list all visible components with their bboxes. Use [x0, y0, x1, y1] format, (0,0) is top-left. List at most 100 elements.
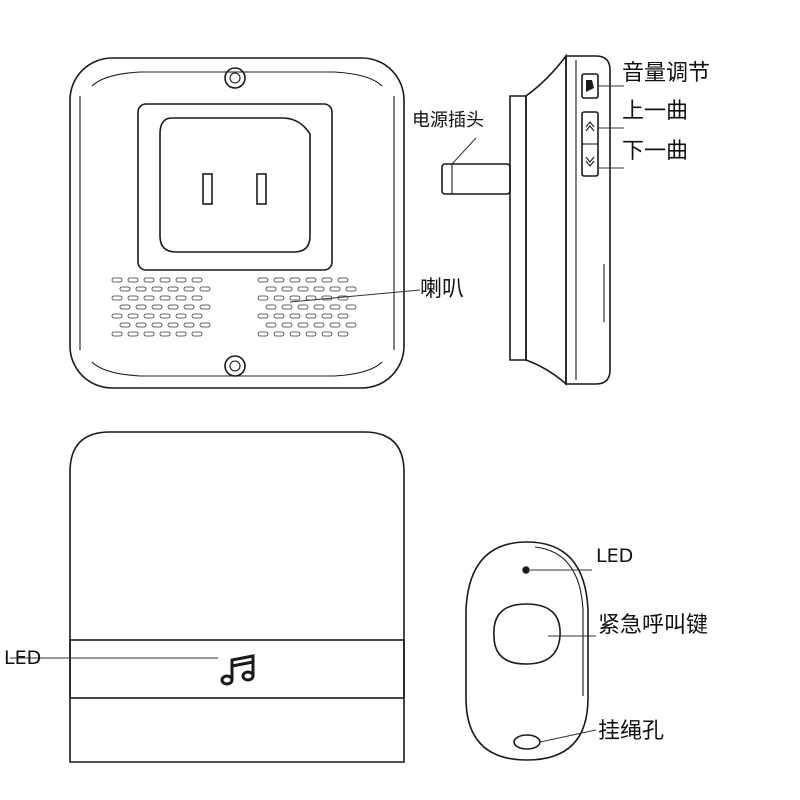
- grille-slot: [329, 286, 341, 292]
- side-base-plate: [509, 95, 527, 361]
- grille-slot: [273, 295, 285, 301]
- grille-slot: [273, 277, 285, 283]
- grille-slot: [111, 331, 123, 337]
- grille-slot: [143, 331, 155, 337]
- emergency-call-button[interactable]: [493, 603, 561, 665]
- grille-slot: [151, 322, 163, 328]
- grille-slot: [143, 295, 155, 301]
- grille-slot: [199, 322, 211, 328]
- label-power-plug: 电源插头: [412, 110, 484, 131]
- grille-slot: [183, 286, 195, 292]
- grille-slot: [313, 286, 325, 292]
- lanyard-hole: [513, 734, 541, 750]
- next-song-button[interactable]: [583, 145, 597, 175]
- grille-slot: [273, 331, 285, 337]
- grille-slot: [329, 304, 341, 310]
- grille-slot: [167, 286, 179, 292]
- front-led-band: [69, 639, 405, 699]
- speaker-grille-left: [111, 277, 211, 337]
- label-lanyard-hole: 挂绳孔: [598, 719, 664, 744]
- grille-slot: [297, 322, 309, 328]
- label-emergency-button: 紧急呼叫键: [598, 613, 708, 638]
- grille-slot: [111, 295, 123, 301]
- speaker-grille-right: [257, 277, 357, 337]
- grille-slot: [265, 304, 277, 310]
- grille-slot: [119, 304, 131, 310]
- grille-slot: [111, 313, 123, 319]
- grille-slot: [135, 286, 147, 292]
- grille-slot: [257, 313, 269, 319]
- label-led-remote: LED: [596, 545, 633, 567]
- volume-icon: [586, 80, 594, 92]
- grille-slot: [127, 295, 139, 301]
- grille-slot: [199, 286, 211, 292]
- grille-slot: [313, 322, 325, 328]
- grille-slot: [135, 304, 147, 310]
- grille-slot: [281, 322, 293, 328]
- receiver-back-view: [69, 57, 405, 389]
- grille-slot: [257, 331, 269, 337]
- grille-slot: [265, 286, 277, 292]
- grille-slot: [143, 313, 155, 319]
- grille-slot: [111, 277, 123, 283]
- grille-slot: [329, 322, 341, 328]
- grille-slot: [191, 331, 203, 337]
- label-led-receiver: LED: [4, 647, 41, 669]
- grille-slot: [321, 331, 333, 337]
- grille-slot: [127, 277, 139, 283]
- receiver-side-view: [441, 53, 611, 386]
- grille-slot: [305, 331, 317, 337]
- grille-slot: [135, 322, 147, 328]
- grille-slot: [159, 277, 171, 283]
- grille-slot: [183, 304, 195, 310]
- grille-slot: [159, 313, 171, 319]
- grille-slot: [175, 313, 187, 319]
- back-top-bevel: [91, 71, 383, 87]
- grille-slot: [321, 277, 333, 283]
- grille-slot: [159, 295, 171, 301]
- grille-slot: [273, 313, 285, 319]
- plug-socket-face: [159, 117, 311, 253]
- back-housing-outline: [69, 57, 405, 389]
- grille-slot: [127, 331, 139, 337]
- grille-slot: [337, 277, 349, 283]
- grille-slot: [127, 313, 139, 319]
- grille-slot: [345, 304, 357, 310]
- grille-slot: [265, 322, 277, 328]
- grille-slot: [305, 313, 317, 319]
- prev-song-button[interactable]: [583, 113, 597, 143]
- grille-slot: [143, 277, 155, 283]
- grille-slot: [191, 277, 203, 283]
- label-speaker: 喇叭: [420, 277, 464, 302]
- grille-slot: [289, 277, 301, 283]
- grille-slot: [151, 286, 163, 292]
- grille-slot: [289, 331, 301, 337]
- grille-slot: [191, 313, 203, 319]
- plug-pin-right: [256, 173, 267, 205]
- back-bottom-bevel: [91, 361, 383, 377]
- grille-slot: [305, 277, 317, 283]
- callout-labels: 音量调节 上一曲 下一曲 电源插头 喇叭 LED 紧急呼叫键 挂绳孔 LED: [4, 61, 710, 744]
- grille-slot: [345, 322, 357, 328]
- grille-slot: [199, 304, 211, 310]
- remote-button-view: [465, 541, 589, 761]
- grille-slot: [345, 286, 357, 292]
- top-screw-hole: [224, 67, 246, 89]
- grille-slot: [175, 331, 187, 337]
- grille-slot: [337, 313, 349, 319]
- grille-slot: [321, 313, 333, 319]
- grille-slot: [167, 304, 179, 310]
- grille-slot: [119, 286, 131, 292]
- plug-pin-left: [202, 173, 213, 205]
- grille-slot: [151, 304, 163, 310]
- prev-arrow-icon: [585, 121, 595, 132]
- grille-slot: [297, 286, 309, 292]
- grille-slot: [159, 331, 171, 337]
- grille-slot: [297, 304, 309, 310]
- front-housing-outline: [69, 431, 405, 763]
- side-front-shell: [565, 55, 611, 385]
- grille-slot: [289, 313, 301, 319]
- grille-slot: [281, 286, 293, 292]
- music-note-icon: [220, 654, 255, 686]
